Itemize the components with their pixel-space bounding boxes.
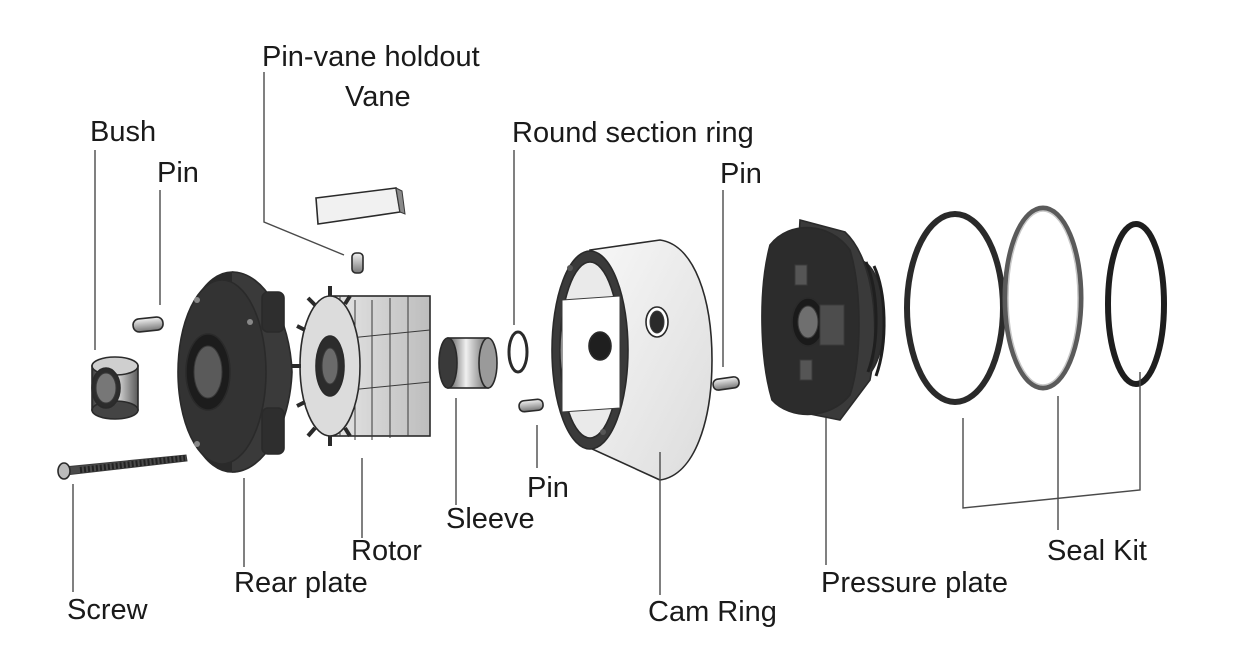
label-sleeve: Sleeve [446, 503, 535, 535]
pin-middle-part [518, 398, 544, 413]
rear-plate-part [177, 271, 293, 473]
pin-right-part [712, 376, 740, 391]
seal-ring-2-part [1002, 205, 1084, 391]
seal-ring-1-part [904, 211, 1006, 405]
label-rear-plate: Rear plate [234, 567, 368, 599]
label-rotor: Rotor [351, 535, 422, 567]
pressure-plate-part [761, 218, 886, 421]
vane-part [315, 187, 406, 225]
label-pressure-plate: Pressure plate [821, 567, 1008, 599]
label-pin-top-left: Pin [157, 157, 199, 189]
round-section-ring-part [507, 330, 529, 374]
label-round-section-ring: Round section ring [512, 117, 754, 149]
label-vane: Vane [345, 81, 411, 113]
leader-lines [72, 72, 1141, 595]
cam-ring-part [551, 239, 713, 481]
label-seal-kit: Seal Kit [1047, 535, 1147, 567]
sleeve-part [438, 337, 498, 389]
label-screw: Screw [67, 594, 149, 626]
label-pin-middle: Pin [527, 472, 569, 504]
pin-left-part [132, 316, 164, 333]
screw-part [57, 454, 188, 480]
pin-vane-holdout-part [351, 252, 364, 274]
label-pin-top-right: Pin [720, 158, 762, 190]
label-pin-vane-holdout: Pin-vane holdout [262, 41, 480, 73]
seal-ring-3-part [1105, 221, 1167, 387]
label-cam-ring: Cam Ring [648, 596, 777, 628]
rotor-part [292, 286, 431, 446]
bush-part [91, 356, 139, 420]
label-bush: Bush [90, 116, 156, 148]
